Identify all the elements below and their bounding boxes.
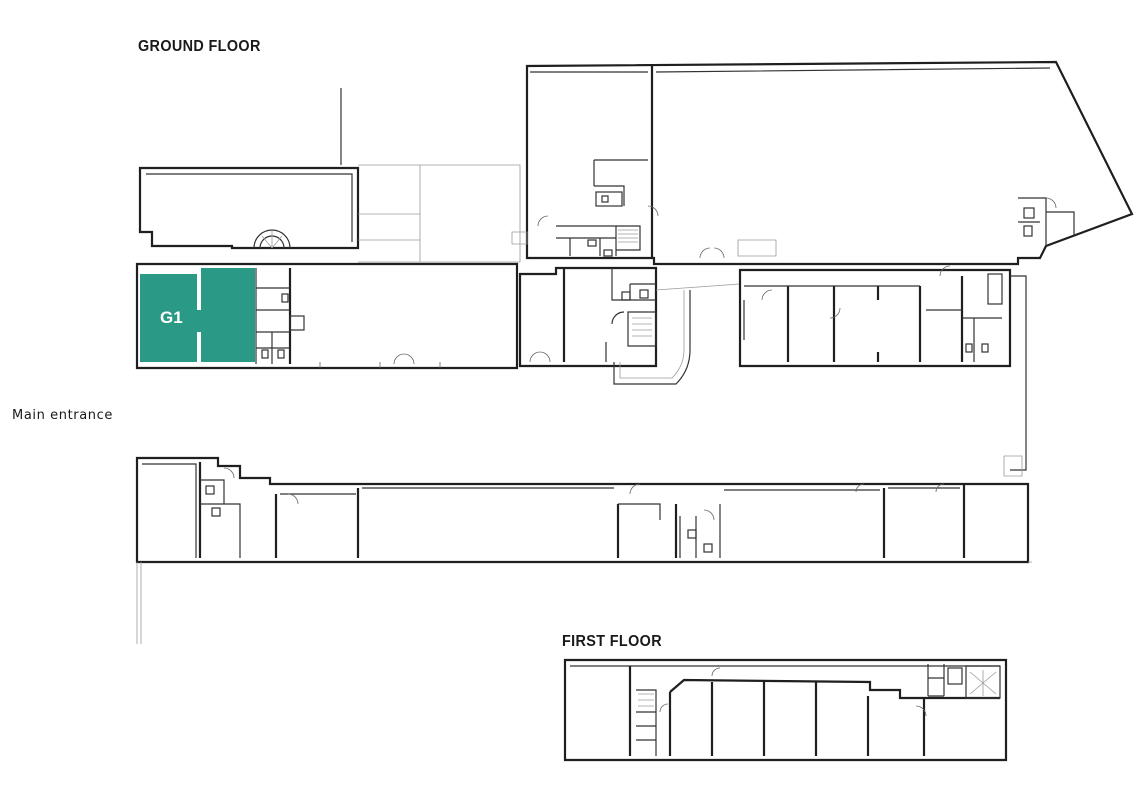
- ground-floor-east-block: [511, 60, 1134, 266]
- main-entrance-label: Main entrance: [12, 408, 113, 423]
- ground-floor-middle-strip: [518, 266, 741, 385]
- unit-g1[interactable]: G1: [140, 268, 255, 362]
- ground-floor-title: GROUND FLOOR: [138, 38, 261, 55]
- ground-floor-south-range: [135, 456, 1032, 644]
- first-floor-plan: [563, 658, 1008, 762]
- ground-floor-east-rooms: [738, 265, 1027, 477]
- ground-floor-north-range: [135, 88, 521, 370]
- unit-g1-label: G1: [160, 308, 183, 327]
- first-floor-title: FIRST FLOOR: [562, 633, 662, 650]
